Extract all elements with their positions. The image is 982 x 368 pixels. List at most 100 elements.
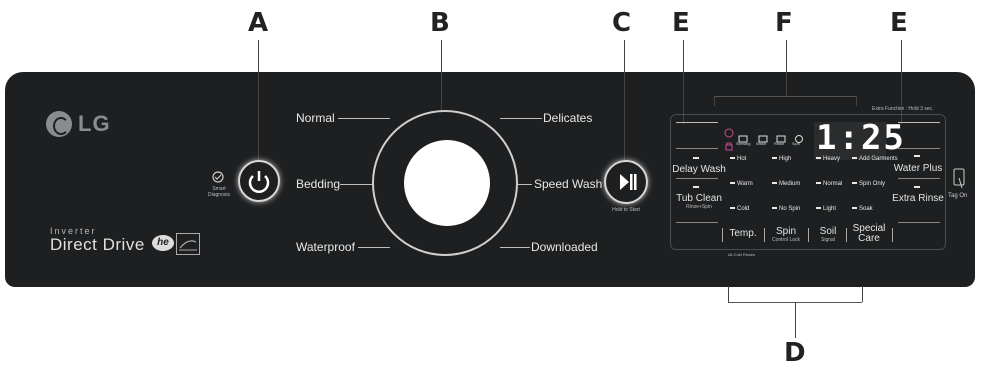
option-no-spin[interactable]: No Spin — [772, 206, 800, 212]
cycle-speedwash-line — [518, 184, 532, 185]
option-normal-label: Normal — [823, 181, 843, 187]
special-sep-left — [846, 228, 847, 242]
tub-clean-bottom-line — [676, 222, 718, 223]
special-sep-right — [892, 228, 893, 242]
tub-clean-button[interactable]: Tub Clean Rinse+Spin — [672, 193, 726, 210]
extra-rinse-led — [914, 186, 920, 188]
cycle-waterproof-line — [358, 247, 390, 248]
tag-on-icon — [952, 168, 968, 195]
callout-c: C — [612, 8, 632, 38]
care-label: Care — [858, 233, 880, 244]
power-button[interactable] — [238, 160, 280, 202]
start-pause-button[interactable] — [604, 160, 648, 204]
callout-e-left: E — [672, 8, 690, 38]
lg-logo: LG — [46, 111, 111, 137]
cycle-dial[interactable] — [372, 110, 518, 256]
special-care-button[interactable]: Special Care — [848, 224, 890, 244]
water-plus-led — [914, 155, 920, 157]
callout-f-line — [786, 40, 787, 96]
cycle-bedding-line — [340, 184, 372, 185]
option-hot-label: Hot — [737, 156, 747, 162]
delay-wash-button[interactable]: Delay Wash — [672, 164, 726, 175]
smart-diagnosis-label: Smart Diagnosis — [208, 186, 230, 198]
water-plus-top-line — [898, 148, 940, 149]
extra-rinse-button[interactable]: Extra Rinse — [892, 193, 944, 204]
option-spin-only[interactable]: Spin Only — [852, 181, 885, 187]
callout-a: A — [248, 8, 269, 38]
option-cold[interactable]: Cold — [730, 206, 749, 212]
soil-button[interactable]: Soil Signal — [812, 226, 844, 243]
extra-function-note: Extra Function : Hold 3 sec. — [872, 106, 934, 112]
play-pause-icon — [620, 174, 637, 190]
cycle-delicates[interactable]: Delicates — [543, 111, 593, 125]
temp-sep-left — [722, 228, 723, 242]
special-label: Special — [852, 223, 886, 234]
wifi-icon — [724, 125, 734, 143]
callout-a-line — [258, 40, 259, 160]
tag-on-label: Tag On — [948, 193, 968, 199]
delay-wash-led — [693, 157, 699, 159]
callout-d-tick-left — [728, 286, 729, 302]
callout-f-bracket — [714, 96, 856, 97]
cycle-normal[interactable]: Normal — [296, 111, 335, 125]
option-heavy[interactable]: Heavy — [816, 156, 840, 162]
delay-wash-top-line — [676, 148, 718, 149]
callout-d-tick-right — [862, 286, 863, 302]
options-frame — [670, 114, 946, 250]
soil-label: Soil — [819, 226, 837, 237]
cycle-normal-line — [338, 118, 390, 119]
option-spin-only-label: Spin Only — [859, 181, 886, 187]
option-warm[interactable]: Warm — [730, 181, 753, 187]
tub-clean-led — [693, 186, 699, 188]
signal-label: Signal — [821, 237, 835, 243]
extra-rinse-bottom-line — [898, 222, 940, 223]
option-light[interactable]: Light — [816, 206, 836, 212]
rinse-icon — [776, 130, 786, 148]
he-badge: he — [152, 235, 174, 251]
tub-clean-label: Tub Clean — [676, 193, 722, 204]
callout-d: D — [784, 338, 806, 368]
status-sensing: Sensing — [736, 141, 751, 146]
door-lock-icon — [724, 138, 734, 156]
spin-button[interactable]: Spin Control Lock — [766, 226, 806, 243]
inverter-label: Inverter — [50, 226, 97, 236]
callout-b-line — [441, 40, 442, 110]
tub-clean-top-line — [676, 178, 718, 179]
tub-clean-sublabel: Rinse+Spin — [686, 204, 712, 210]
cycle-delicates-line — [500, 118, 542, 119]
option-add-garments[interactable]: Add Garments — [852, 156, 898, 162]
time-display-bg — [814, 122, 886, 160]
option-soak-label: Soak — [859, 206, 873, 212]
temp-button[interactable]: Temp. — [729, 228, 757, 239]
callout-f: F — [775, 8, 793, 38]
control-lock-label: Control Lock — [771, 237, 801, 243]
cycle-speed-wash[interactable]: Speed Wash — [534, 177, 603, 191]
extra-rinse-top-line — [898, 178, 940, 179]
callout-e-left-line — [683, 40, 684, 124]
hold-to-start-label: Hold to Start — [612, 207, 640, 213]
cycle-waterproof[interactable]: Waterproof — [296, 240, 355, 254]
callout-e-right-line — [901, 40, 902, 124]
option-soak[interactable]: Soak — [852, 206, 873, 212]
option-medium-label: Medium — [779, 181, 801, 187]
cycle-bedding[interactable]: Bedding — [296, 177, 341, 191]
option-normal[interactable]: Normal — [816, 181, 842, 187]
callout-f-tick-left — [714, 96, 715, 106]
option-medium[interactable]: Medium — [772, 181, 800, 187]
status-spin: Spin — [792, 141, 801, 146]
sensing-icon — [738, 130, 748, 148]
dial-knob[interactable] — [404, 140, 490, 226]
water-plus-button[interactable]: Water Plus — [893, 163, 943, 174]
status-wash: Wash — [756, 141, 767, 146]
cycle-downloaded[interactable]: Downloaded — [531, 240, 598, 254]
lg-wordmark: LG — [78, 111, 111, 136]
option-high[interactable]: High — [772, 156, 791, 162]
option-hot[interactable]: Hot — [730, 156, 746, 162]
direct-drive-label: Direct Drive — [50, 235, 145, 254]
all-cold-rinses-label: All Cold Rinses — [728, 252, 756, 257]
spin-icon — [794, 130, 804, 148]
callout-b: B — [430, 8, 450, 38]
spin-sep-left — [764, 228, 765, 242]
callout-c-line — [624, 40, 625, 160]
soil-sep-left — [808, 228, 809, 242]
